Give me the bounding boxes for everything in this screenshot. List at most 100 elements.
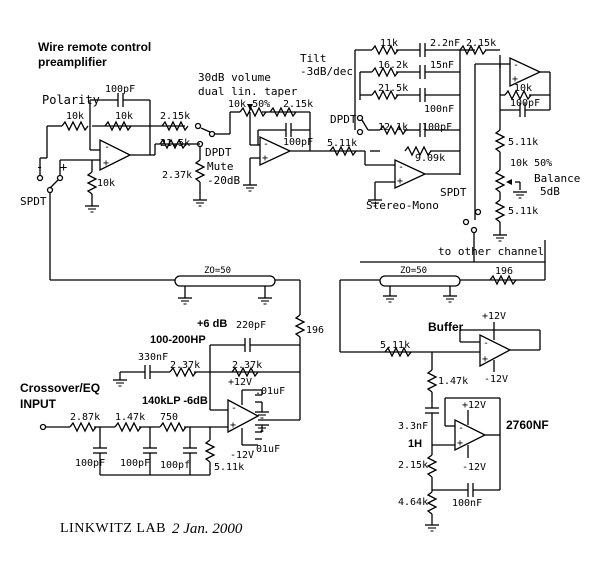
label-tilt-c1: 2.2nF	[430, 38, 461, 49]
footer-lab: LINKWITZ LAB	[60, 521, 166, 536]
volume-opamp	[259, 135, 292, 167]
label-tilt-dpdt: DPDT	[330, 113, 357, 126]
polarity-stage: - +	[36, 93, 208, 280]
label-v-neg-b: -12V	[484, 374, 509, 385]
label-c-100pf-a: 100pF	[75, 458, 106, 469]
label-v-neg-a: -12V	[230, 450, 255, 461]
label-vol-title2: dual lin. taper	[198, 85, 298, 98]
volume-stage: - +	[200, 104, 365, 192]
label-r-287: 2.87k	[70, 412, 101, 423]
title-line1: Wire remote control	[38, 40, 152, 54]
svg-text:-: -	[263, 139, 269, 150]
label-hp: 100-200HP	[150, 334, 206, 346]
crossover-opamp	[227, 398, 260, 434]
label-stereo-mono: Stereo-Mono	[366, 199, 439, 212]
label-tilt-r3: 21.5k	[378, 83, 409, 94]
tilt-opamp	[394, 158, 427, 190]
label-r-511-b: 5.11k	[214, 462, 245, 473]
label-xover2: INPUT	[20, 397, 56, 411]
label-r-215-a: 2.15k	[160, 111, 191, 122]
crossover-stage: - +	[39, 338, 301, 476]
label-tilt-c2: 15nF	[430, 60, 455, 71]
tilt-dpdt-contact-a	[356, 114, 364, 122]
svg-text:-: -	[231, 403, 237, 414]
label-r-511-c: 5.11k	[380, 340, 411, 351]
label-r-464: 4.64k	[398, 497, 429, 508]
label-pol-cap: 100pF	[105, 84, 136, 95]
spdt-common	[46, 186, 54, 194]
label-bal-title1: Balance	[534, 172, 581, 185]
coax-right	[339, 262, 546, 352]
label-c-01-b: .01uF	[250, 444, 281, 455]
label-c-100nf: 100nF	[452, 498, 483, 509]
label-r-237-b: 2.37k	[170, 360, 201, 371]
svg-text:+: +	[397, 176, 403, 187]
label-r-750: 750	[160, 412, 179, 423]
label-tilt-r5: 9.09k	[415, 153, 446, 164]
label-r-237-a: 2.37k	[162, 170, 193, 181]
label-opamp-2760: 2760NF	[506, 418, 549, 432]
label-r-215-c: 2.15k	[398, 460, 429, 471]
label-tilt-c3: 100nF	[424, 104, 455, 115]
label-plus: +	[60, 160, 68, 174]
label-bal-title2: 5dB	[540, 185, 560, 198]
label-tilt2: -3dB/dec	[300, 65, 353, 78]
balance-stage: - +	[360, 49, 551, 263]
label-xover1: Crossover/EQ	[20, 381, 101, 395]
label-dpdt-mute3: -20dB	[207, 174, 241, 187]
spdt-contact-plus	[56, 174, 64, 182]
label-vol-cap: 100pF	[283, 137, 314, 148]
label-pol-r1: 10k	[66, 111, 85, 122]
svg-text:+: +	[512, 74, 518, 85]
label-c-100pf-b: 100pF	[120, 458, 151, 469]
svg-text:-: -	[513, 60, 519, 71]
label-r-511-a: 5.11k	[327, 138, 358, 149]
svg-text:-: -	[483, 338, 489, 349]
label-zo-right: ZO=50	[400, 266, 428, 276]
input-terminal	[39, 423, 47, 431]
svg-text:+: +	[457, 438, 463, 449]
svg-text:+: +	[482, 354, 488, 365]
tilt-dpdt-contact-b	[356, 128, 364, 136]
label-r-237-c: 2.37k	[232, 360, 263, 371]
tilt-stage: - +	[354, 43, 487, 207]
label-zo-left: ZO=50	[204, 266, 232, 276]
dpdt-mute-contact-2	[196, 140, 204, 148]
balance-opamp	[509, 56, 542, 88]
label-vol-title1: 30dB volume	[198, 71, 271, 84]
label-buffer: Buffer	[428, 320, 464, 334]
coax-left	[50, 275, 306, 370]
label-lp: 140kLP -6dB	[142, 395, 208, 407]
title-line2: preamplifier	[38, 55, 107, 69]
label-r-196-a: 196	[306, 325, 325, 336]
label-tilt-r1: 11k	[380, 38, 399, 49]
footer-date: 2 Jan. 2000	[172, 521, 243, 537]
svg-text:-: -	[398, 162, 404, 173]
label-r-196-b: 196	[495, 266, 514, 277]
label-c-01-a: .01uF	[255, 386, 286, 397]
gyrator-opamp	[454, 418, 487, 452]
label-tilt-r2: 16.2k	[378, 60, 409, 71]
label-spdt-left: SPDT	[20, 195, 47, 208]
label-r-147-a: 1.47k	[115, 412, 146, 423]
label-other-channel: to other channel	[438, 245, 544, 258]
label-vol-r: 2.15k	[283, 99, 314, 110]
label-bal-cap: 100pF	[510, 98, 541, 109]
label-r-147-b: 1.47k	[438, 376, 469, 387]
svg-text:-: -	[104, 142, 110, 153]
label-stereo-spdt: SPDT	[440, 186, 467, 199]
label-bal-pot: 10k 50%	[510, 158, 553, 169]
svg-text:+: +	[262, 153, 268, 164]
buffer-opamp	[479, 333, 512, 368]
label-dpdt-mute2: Mute	[207, 160, 234, 173]
label-polarity: Polarity	[42, 93, 100, 107]
dpdt-mute-contact-1	[194, 122, 202, 130]
buffer-stage: - + - +	[340, 322, 541, 532]
svg-text:-: -	[458, 423, 464, 434]
spdt-contact-minus	[36, 174, 44, 182]
label-hp-cap: 220pF	[236, 320, 267, 331]
label-v-pos-b: +12V	[482, 311, 507, 322]
label-bal-r1: 10k	[514, 83, 533, 94]
